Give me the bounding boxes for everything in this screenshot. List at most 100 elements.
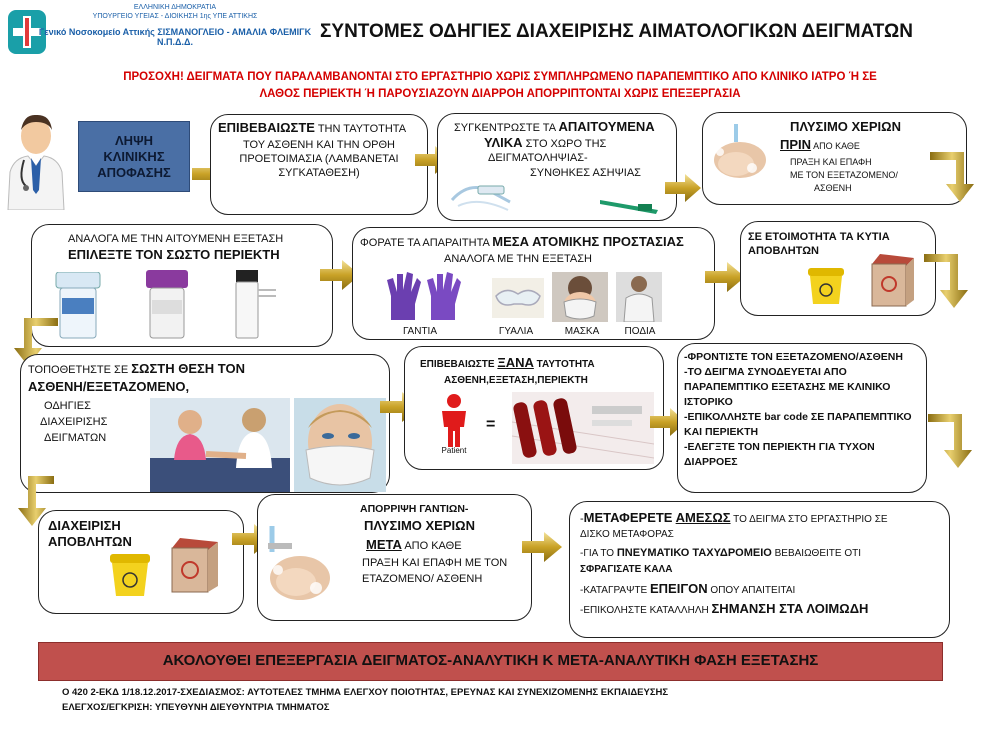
transport-l3-pre: -ΓΙΑ ΤΟ — [580, 548, 617, 559]
tourniquet-icon — [598, 194, 662, 216]
banner-text: ΑΚΟΛΟΥΘΕΙ ΕΠΕΞΕΡΓΑΣΙΑ ΔΕΙΓΜΑΤΟΣ-ΑΝΑΛΥΤΙΚ… — [38, 652, 943, 670]
verify-identity-line-3: ΠΡΟΕΤΟΙΜΑΣΙΑ (ΛΑΜΒΑΝΕΤΑΙ — [214, 152, 424, 166]
arrow-down-1 — [930, 150, 980, 204]
transport-l1-rest: ΤΟ ΔΕΙΓΜΑ ΣΤΟ ΕΡΓΑΣΤΗΡΙΟ ΣΕ — [731, 514, 888, 525]
decision-line-1: ΛΗΨΗ — [78, 133, 190, 149]
transport-line-6: -ΕΠΙΚΟΛΗΣΤΕ ΚΑΤΑΛΛΗΛΗ ΣΗΜΑΝΣΗ ΣΤΑ ΛΟΙΜΩΔ… — [580, 602, 946, 618]
handwash1-before: ΠΡΙΝ — [780, 137, 811, 152]
transport-line-1: -ΜΕΤΑΦΕΡΕΤΕ ΑΜΕΣΩΣ ΤΟ ΔΕΙΓΜΑ ΣΤΟ ΕΡΓΑΣΤΗ… — [580, 511, 946, 527]
verify-identity-bold: ΕΠΙΒΕΒΑΙΩΣΤΕ — [218, 120, 315, 135]
checklist-line-8: ΔΙΑΡΡΟΕΣ — [684, 455, 738, 469]
apron-icon — [616, 272, 662, 322]
materials-bold-1: ΑΠΑΙΤΟΥΜΕΝΑ — [559, 119, 655, 134]
arrow-right-5 — [705, 262, 745, 292]
transport-l3-bold: ΠΝΕΥΜΑΤΙΚΟ ΤΑΧΥΔΡΟΜΕΙΟ — [617, 547, 772, 559]
position-line-4: ΔΙΑΧΕΙΡΙΣΗΣ — [40, 415, 107, 429]
ppe-label-apron: ΠΟΔΙΑ — [612, 326, 668, 337]
verify-again-line-1: ΕΠΙΒΕΒΑΙΩΣΤΕ ΞΑΝΑ ΤΑΥΤΟΤΗΤΑ — [420, 356, 664, 372]
warning-line-2: ΛΑΘΟΣ ΠΕΡΙΕΚΤΗ Ή ΠΑΡΟΥΣΙΑΖΟΥΝ ΔΙΑΡΡΟΗ ΑΠ… — [40, 87, 960, 101]
equals-sign: = — [486, 416, 495, 434]
position-pre: ΤΟΠΟΘΕΤΗΣΤΕ ΣΕ — [28, 364, 131, 376]
ppe-pre: ΦΟΡΑΤΕ ΤΑ ΑΠΑΡΑΙΤΗΤΑ — [360, 237, 492, 249]
decision-line-2: ΚΛΙΝΙΚΗΣ — [78, 149, 190, 165]
handwash-icon — [706, 124, 776, 186]
checklist-line-2: -ΤΟ ΔΕΙΓΜΑ ΣΥΝΟΔΕΥΕΤΑΙ ΑΠΟ — [684, 365, 847, 379]
checklist-line-6: ΚΑΙ ΠΕΡΙΕΚΤΗ — [684, 425, 758, 439]
verify-identity-line-1: ΕΠΙΒΕΒΑΙΩΣΤΕ ΤΗΝ ΤΑΥΤΟΤΗΤΑ — [218, 121, 428, 136]
handwash1-line-5: ΑΣΘΕΝΗ — [814, 181, 852, 195]
sample-container-icon — [52, 272, 104, 340]
handwash2-line-5: ΕΤΑΖΟΜΕΝΟ/ ΑΣΘΕΝΗ — [362, 572, 482, 586]
ppe-line-1: ΦΟΡΑΤΕ ΤΑ ΑΠΑΡΑΙΤΗΤΑ ΜΕΣΑ ΑΤΟΜΙΚΗΣ ΠΡΟΣΤ… — [360, 235, 712, 250]
verify-identity-line-2: ΤΟΥ ΑΣΘΕΝΗ ΚΑΙ ΤΗΝ ΟΡΘΗ — [214, 138, 424, 152]
logo-line-1: ΕΛΛΗΝΙΚΗ ΔΗΜΟΚΡΑΤΙΑ — [95, 4, 255, 12]
verify-identity-rest: ΤΗΝ ΤΑΥΤΟΤΗΤΑ — [315, 123, 406, 135]
ppe-label-gloves: ΓΑΝΤΙΑ — [392, 326, 448, 337]
transport-l6-bold: ΣΗΜΑΝΣΗ ΣΤΑ ΛΟΙΜΩΔΗ — [712, 601, 869, 616]
transport-l5-rest: ΟΠΟΥ ΑΠΑΙΤΕΙΤΑΙ — [708, 585, 796, 596]
waste-line-2: ΑΠΟΒΛΗΤΩΝ — [48, 535, 132, 549]
materials-line-1: ΣΥΓΚΕΝΤΡΩΣΤΕ ΤΑ ΑΠΑΙΤΟΥΜΕΝΑ — [454, 120, 676, 135]
warning-line-1: ΠΡΟΣΟΧΗ! ΔΕΙΓΜΑΤΑ ΠΟΥ ΠΑΡΑΛΑΜΒΑΝΟΝΤΑΙ ΣΤ… — [40, 70, 960, 84]
handwash1-bold: ΠΛΥΣΙΜΟ ΧΕΡΙΩΝ — [790, 120, 901, 134]
transport-l1-bold: ΜΕΤΑΦΕΡΕΤΕ — [584, 510, 676, 525]
materials-line-4: ΣΥΝΘΗΚΕΣ ΑΣΗΨΙΑΣ — [530, 166, 641, 180]
waste-line-1: ΔΙΑΧΕΙΡΙΣΗ — [48, 519, 121, 533]
transport-l1-immediately: ΑΜΕΣΩΣ — [676, 510, 731, 525]
verify-again-bold: ΞΑΝΑ — [497, 355, 534, 370]
verify-again-pre: ΕΠΙΒΕΒΑΙΩΣΤΕ — [420, 359, 497, 370]
handwash2-line-1: ΑΠΟΡΡΙΨΗ ΓΑΝΤΙΩΝ- — [360, 502, 468, 516]
transport-l5-bold: ΕΠΕΙΓΟΝ — [650, 581, 708, 596]
handwash2-line-3: ΜΕΤΑ ΑΠΟ ΚΑΘΕ — [366, 538, 462, 553]
ppe-label-goggles: ΓΥΑΛΙΑ — [484, 326, 548, 337]
footer-line-2: ΕΛΕΓΧΟΣ/ΕΓΚΡΙΣΗ: ΥΠΕΥΘΥΝΗ ΔΙΕΥΘΥΝΤΡΙΑ ΤΜ… — [62, 701, 330, 715]
verify-again-line-2: ΑΣΘΕΝΗ,ΕΞΕΤΑΣΗ,ΠΕΡΙΕΚΤΗ — [444, 374, 588, 388]
transport-l6-pre: -ΕΠΙΚΟΛΗΣΤΕ ΚΑΤΑΛΛΗΛΗ — [580, 605, 712, 616]
biohazard-box-icon — [870, 252, 916, 308]
arrow-down-4 — [928, 412, 976, 470]
checklist-line-3: ΠΑΡΑΠΕΜΠΤΙΚΟ ΕΞΕΤΑΣΗΣ ΜΕ ΚΛΙΝΙΚΟ — [684, 380, 890, 394]
position-bold-1: ΣΩΣΤΗ ΘΕΣΗ ΤΟΝ — [131, 361, 245, 376]
checklist-line-4: ΙΣΤΟΡΙΚΟ — [684, 395, 733, 409]
transport-line-2: ΔΙΣΚΟ ΜΕΤΑΦΟΡΑΣ — [580, 528, 674, 542]
handwash1-line-4: ΜΕ ΤΟΝ ΕΞΕΤΑΖΟΜΕΝΟ/ — [790, 168, 898, 182]
ppe-line-2: ΑΝΑΛΟΓΑ ΜΕ ΤΗΝ ΕΞΕΤΑΣΗ — [444, 252, 592, 266]
checklist-line-5: -ΕΠΙΚΟΛΛΗΣΤΕ bar code ΣΕ ΠΑΡΑΠΕΜΠΤΙΚΟ — [684, 410, 912, 424]
verify-identity-line-4: ΣΥΓΚΑΤΑΘΕΣΗ) — [214, 166, 424, 180]
handwash2-line-4: ΠΡΑΞΗ ΚΑΙ ΕΠΑΦΗ ΜΕ ΤΟΝ — [362, 556, 507, 570]
handwash1-line-2: ΠΡΙΝ ΑΠΟ ΚΑΘΕ — [780, 138, 860, 153]
page-title: ΣΥΝΤΟΜΕΣ ΟΔΗΓΙΕΣ ΔΙΑΧΕΙΡΙΣΗΣ ΑΙΜΑΤΟΛΟΓΙΚ… — [320, 20, 980, 44]
mask-icon — [552, 272, 608, 322]
transport-l3-rest: ΒΕΒΑΙΩΘΕΙΤΕ ΟΤΙ — [772, 548, 861, 559]
patient-icon: Patient — [434, 393, 474, 457]
checklist-line-1: -ΦΡΟΝΤΙΣΤΕ ΤΟΝ ΕΞΕΤΑΖΟΜΕΝΟ/ΑΣΘΕΝΗ — [684, 350, 903, 364]
doctor-icon — [4, 110, 68, 210]
handwash2-after: ΜΕΤΑ — [366, 537, 402, 552]
handwash1-line-3: ΠΡΑΞΗ ΚΑΙ ΕΠΑΦΗ — [790, 155, 872, 169]
ppe-label-mask: ΜΑΣΚΑ — [552, 326, 612, 337]
materials-bold-2: ΥΛΙΚΑ — [484, 135, 523, 150]
arrow-right-3 — [665, 174, 701, 202]
ppe-bold: ΜΕΣΑ ΑΤΟΜΙΚΗΣ ΠΡΟΣΤΑΣΙΑΣ — [492, 234, 684, 249]
bins-line-1: ΣΕ ΕΤΟΙΜΟΤΗΤΑ ΤΑ ΚΥΤΙΑ — [748, 230, 890, 244]
urine-container-icon — [144, 270, 190, 340]
materials-rest: ΣΤΟ ΧΩΡΟ ΤΗΣ — [523, 138, 607, 150]
bins-line-2: ΑΠΟΒΛΗΤΩΝ — [748, 244, 819, 258]
footer-line-1: Ο 420 2-ΕΚΔ 1/18.12.2017-ΣΧΕΔΙΑΣΜΟΣ: ΑΥΤ… — [62, 686, 668, 700]
blood-tubes-photo — [512, 392, 654, 464]
handwash2-rest: ΑΠΟ ΚΑΘΕ — [402, 540, 462, 552]
position-bold-2: ΑΣΘΕΝΗ/ΕΞΕΤΑΖΟΜΕΝΟ, — [28, 380, 189, 394]
arrow-down-2 — [924, 252, 974, 310]
syringe-kit-icon — [448, 172, 518, 214]
transport-line-3: -ΓΙΑ ΤΟ ΠΝΕΥΜΑΤΙΚΟ ΤΑΧΥΔΡΟΜΕΙΟ ΒΕΒΑΙΩΘΕΙ… — [580, 546, 946, 561]
materials-line-3: ΔΕΙΓΜΑΤΟΛΗΨΙΑΣ- — [488, 151, 588, 165]
position-line-5: ΔΕΙΓΜΑΤΩΝ — [44, 431, 106, 445]
checklist-line-7: -ΕΛΕΓΞΤΕ ΤΟΝ ΠΕΡΙΕΚΤΗ ΓΙΑ ΤΥΧΟΝ — [684, 440, 875, 454]
blood-draw-photo — [150, 398, 290, 492]
verify-again-rest: ΤΑΥΤΟΤΗΤΑ — [534, 359, 595, 370]
arrow-right-9 — [522, 532, 562, 562]
handwash1-rest: ΑΠΟ ΚΑΘΕ — [811, 141, 860, 151]
handwash-icon-2 — [262, 526, 336, 608]
container-line-1: ΑΝΑΛΟΓΑ ΜΕ ΤΗΝ ΑΙΤΟΥΜΕΝΗ ΕΞΕΤΑΣΗ — [68, 232, 283, 246]
position-line-3: ΟΔΗΓΙΕΣ — [44, 399, 91, 413]
